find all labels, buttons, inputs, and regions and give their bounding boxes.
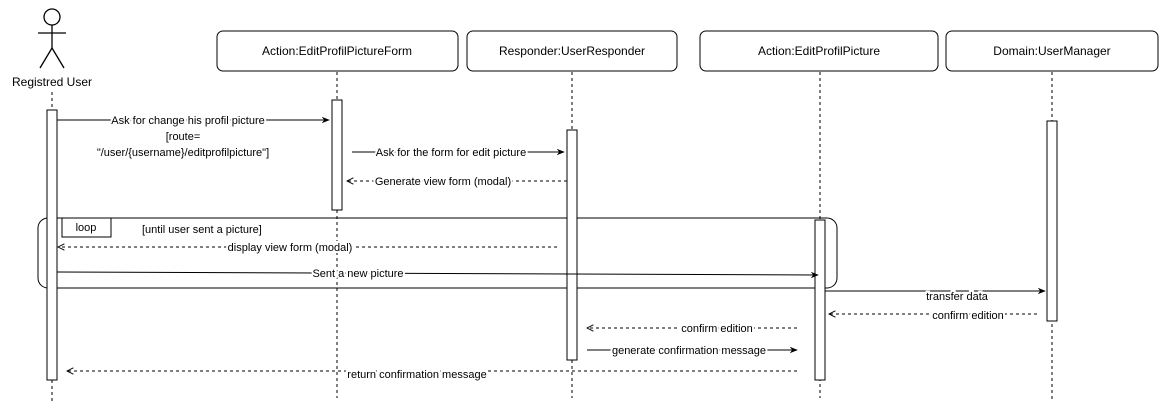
participant-label: Action:EditProfilPictureForm xyxy=(262,44,412,58)
message-sent-new-picture[interactable]: Sent a new picture xyxy=(56,266,819,282)
loop-frame xyxy=(37,217,838,289)
messages: Ask for change his profil picture [route… xyxy=(56,113,1046,383)
participant-edit-profil-picture[interactable]: Action:EditProfilPicture xyxy=(699,30,939,72)
activations xyxy=(46,99,1058,381)
participant-edit-profil-picture-form[interactable]: Action:EditProfilPictureForm xyxy=(216,30,459,72)
message-ask-form[interactable]: Ask for the form for edit picture xyxy=(352,145,565,161)
message-label: confirm edition xyxy=(932,310,1004,322)
participant-box xyxy=(466,30,678,72)
message-label: Ask for change his profil picture xyxy=(111,115,264,127)
participant-user-manager[interactable]: Domain:UserManager xyxy=(945,30,1159,72)
message-label: transfer data xyxy=(926,291,989,303)
participant-label: Domain:UserManager xyxy=(993,44,1110,58)
loop-tag-box xyxy=(61,217,112,238)
message-arrow xyxy=(56,271,819,279)
message-display-view-form[interactable]: display view form (modal) xyxy=(58,240,557,256)
message-label: confirm edition xyxy=(681,323,753,335)
message-label: return confirmation message xyxy=(347,369,486,381)
loop-fragment[interactable]: loop [until user sent a picture] xyxy=(37,217,838,289)
message-label: Sent a new picture xyxy=(312,268,403,280)
message-generate-confirmation[interactable]: generate confirmation message xyxy=(587,343,798,359)
activation-edit-profil-picture-form xyxy=(331,99,343,211)
actor-left-leg xyxy=(39,47,53,69)
message-label-route-path: "/user/{username}/editprofilpicture"] xyxy=(97,147,269,159)
message-label-route: [route= xyxy=(166,131,201,143)
message-label: Ask for the form for edit picture xyxy=(376,147,526,159)
message-return-confirmation[interactable]: return confirmation message xyxy=(67,367,797,383)
message-ask-change-picture[interactable]: Ask for change his profil picture [route… xyxy=(57,113,330,159)
participant-label: Responder:UserResponder xyxy=(499,44,645,58)
participant-user-responder[interactable]: Responder:UserResponder xyxy=(466,30,678,72)
message-label: generate confirmation message xyxy=(612,345,766,357)
actor-label: Registred User xyxy=(12,75,92,89)
message-confirm-edition-manager[interactable]: confirm edition xyxy=(829,308,1037,324)
loop-tag: loop xyxy=(76,222,97,234)
participant-box xyxy=(945,30,1159,72)
message-confirm-edition-responder[interactable]: confirm edition xyxy=(587,321,797,337)
message-generate-view-form[interactable]: Generate view form (modal) xyxy=(347,174,567,190)
participant-label: Action:EditProfilPicture xyxy=(758,44,880,58)
loop-guard: [until user sent a picture] xyxy=(142,224,262,236)
activation-registred-user xyxy=(46,109,58,381)
activation-user-manager xyxy=(1046,120,1058,322)
message-transfer-data[interactable]: transfer data xyxy=(825,287,1046,305)
message-label: Generate view form (modal) xyxy=(375,176,511,188)
participant-box xyxy=(216,30,459,72)
actor-right-leg xyxy=(51,47,65,69)
activation-edit-profil-picture xyxy=(814,219,826,381)
activation-user-responder xyxy=(566,129,578,361)
message-label: display view form (modal) xyxy=(228,242,353,254)
actor-head xyxy=(43,8,61,26)
participant-box xyxy=(699,30,939,72)
actor-registred-user[interactable] xyxy=(38,8,66,69)
